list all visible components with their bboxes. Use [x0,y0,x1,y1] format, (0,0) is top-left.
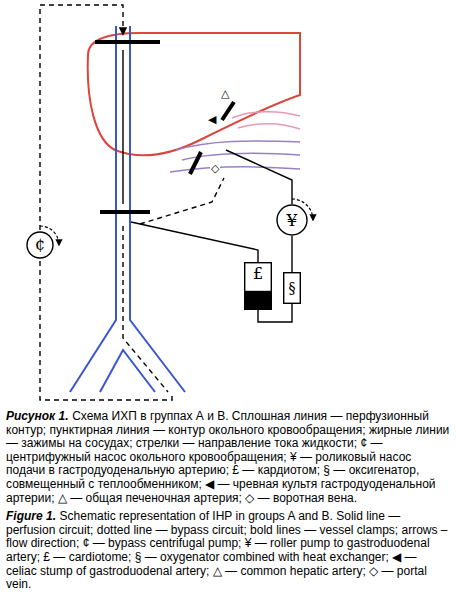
symbol-text: § [289,281,296,295]
centrifugal-pump: ¢ [26,231,54,259]
oxygenator-outline [284,273,301,304]
caption-body: Схема ИХП в группах А и В. Сплошная лини… [6,409,449,505]
symbol-text: £ [253,266,263,282]
vessel-clamps [95,42,234,212]
pump-circle [27,232,53,258]
hilar-vessels [170,141,300,172]
oxygenator-box: § [283,272,301,304]
caption-heading: Figure 1. [6,509,56,523]
gda-stump-mark: ◀ [207,114,217,125]
pump-circle [277,205,307,235]
caption-body: Schematic representation of IHP in group… [6,509,448,591]
symbol-text: ¢ [35,237,45,253]
liver-outline [88,33,300,155]
reservoir-outline [245,263,272,310]
bypass-circuit [40,5,123,230]
portal-vein-mark: ◇ [210,163,220,174]
stomach-outline [232,112,300,129]
hepatic-artery-mark: △ [220,88,230,99]
figure-caption: Рисунок 1.Схема ИХП в группах А и В. Спл… [6,410,450,597]
perfusion-circuit [123,50,292,262]
tubing-connector [291,236,292,272]
caption-heading: Рисунок 1. [6,409,69,423]
roller-pump: ¥ [276,204,308,236]
vena-cava [70,26,185,392]
reservoir-fluid [245,291,272,310]
symbol-text: ¥ [287,212,298,229]
cardiotome-box: £ [244,262,272,310]
caption-paragraph: Рисунок 1.Схема ИХП в группах А и В. Спл… [6,410,450,505]
bypass-circuit [40,178,224,400]
caption-paragraph: Figure 1.Schematic representation of IHP… [6,510,450,592]
